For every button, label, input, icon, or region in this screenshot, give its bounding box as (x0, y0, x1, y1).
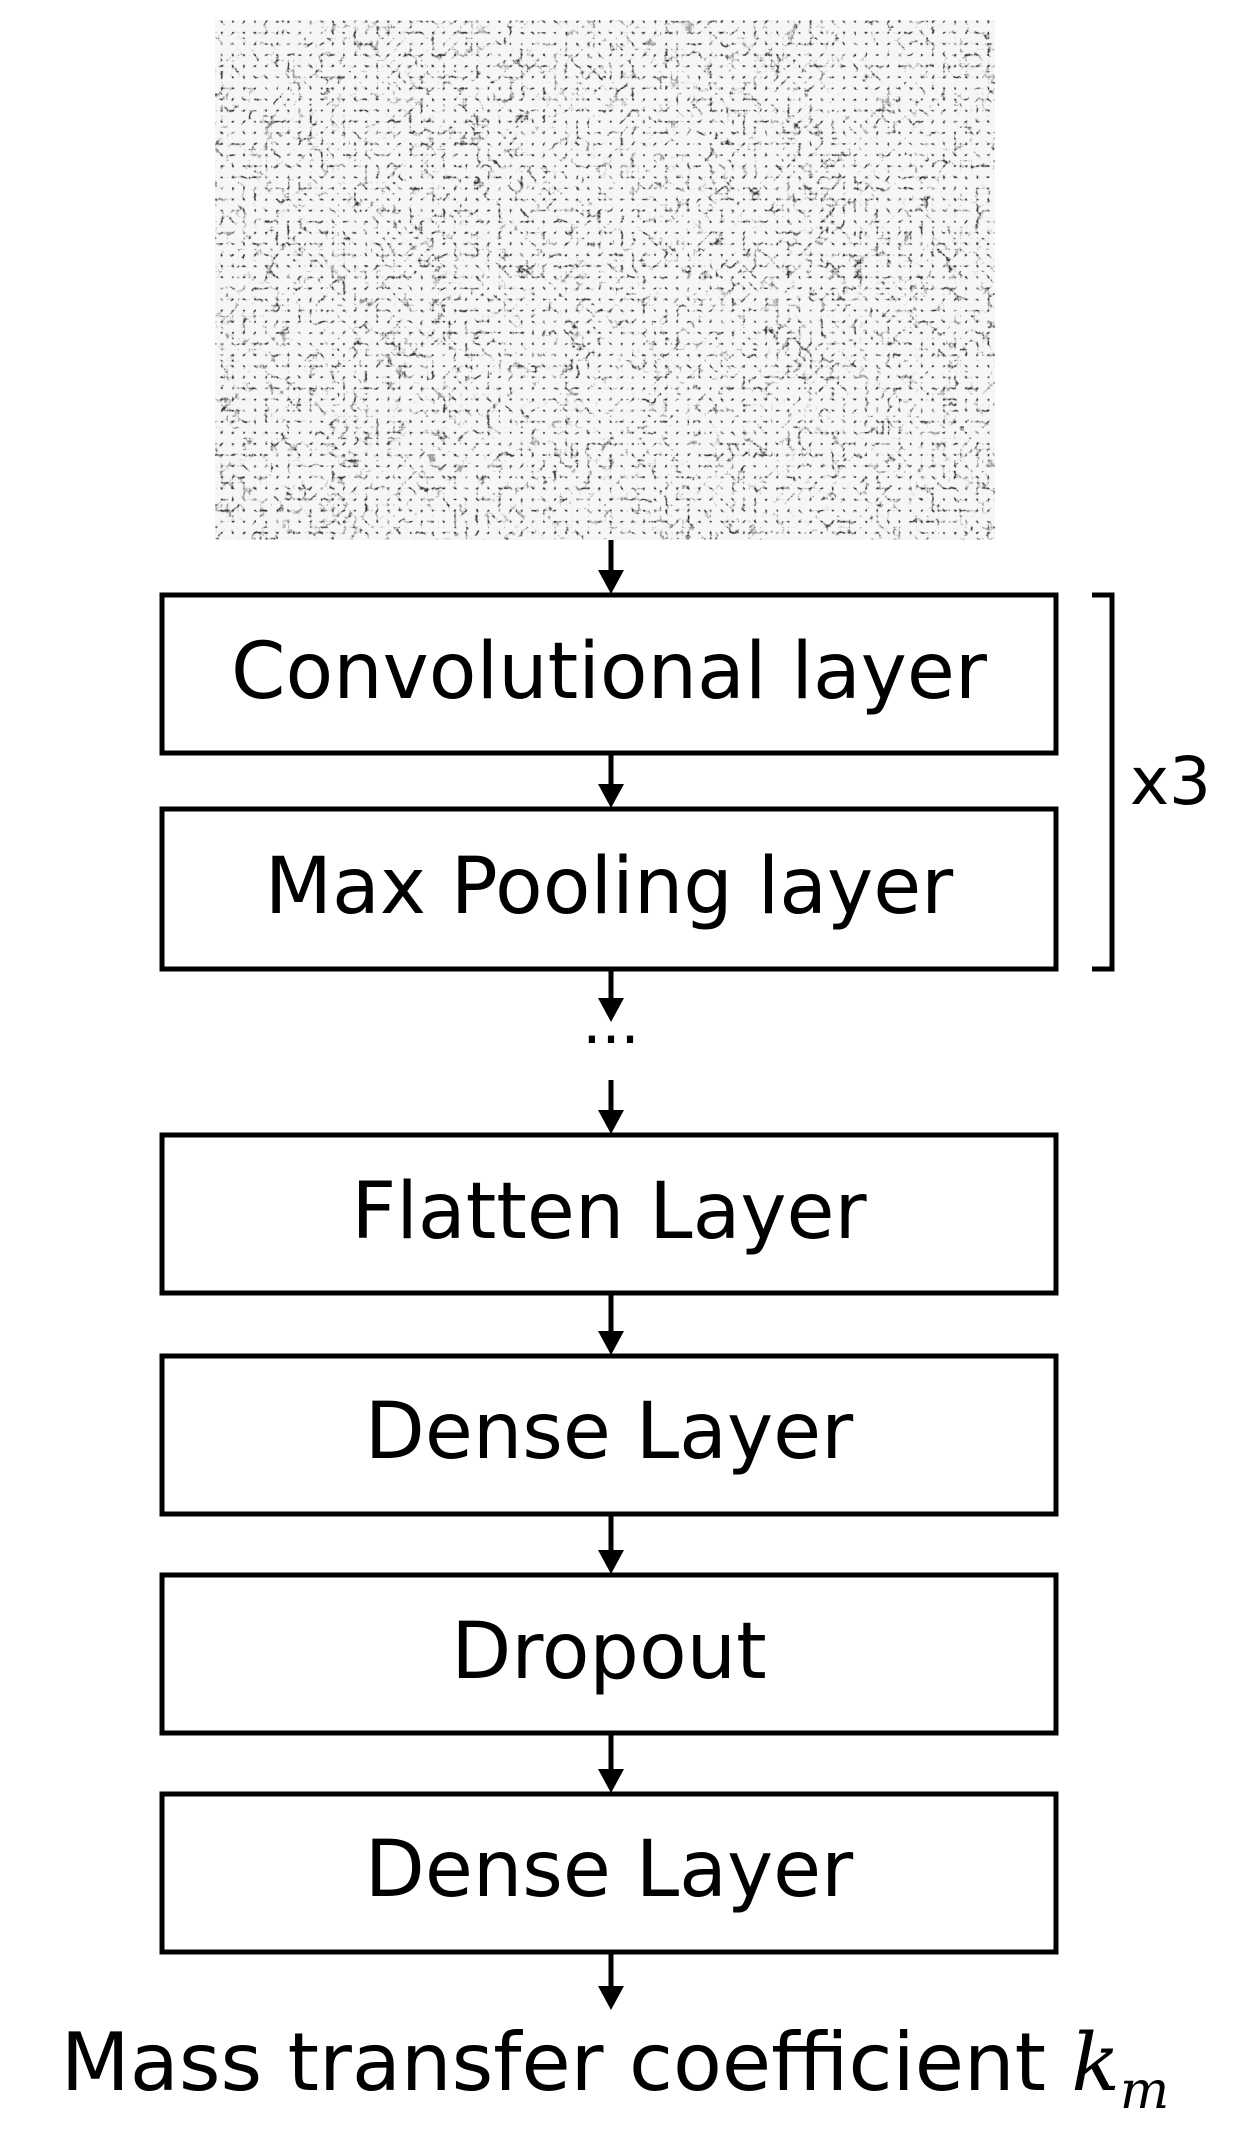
output-text: Mass transfer coefficient (61, 2016, 1072, 2109)
arrow-input-to-conv (598, 540, 624, 594)
arrow-conv-to-pool (598, 753, 624, 808)
convolutional-layer-box: Convolutional layer (159, 592, 1059, 756)
output-subscript: m (1120, 2061, 1169, 2121)
dense-layer-1-box: Dense Layer (159, 1353, 1059, 1517)
dense-layer-1-label: Dense Layer (365, 1387, 854, 1477)
output-symbol: k (1071, 2016, 1119, 2109)
ellipsis-label: ··· (582, 1005, 639, 1075)
arrow-flatten-to-dense (598, 1293, 624, 1355)
convolutional-layer-label: Convolutional layer (231, 627, 988, 717)
arrow-dense-to-dropout (598, 1514, 624, 1574)
arrow-pool-to-ellipsis (598, 969, 624, 1022)
repeat-bracket: x3 (1092, 592, 1211, 972)
arrow-dropout-to-dense (598, 1733, 624, 1793)
flatten-layer-box: Flatten Layer (159, 1132, 1059, 1296)
flatten-layer-label: Flatten Layer (351, 1167, 867, 1257)
max-pooling-layer-label: Max Pooling layer (265, 842, 954, 932)
dense-layer-2-label: Dense Layer (365, 1825, 854, 1915)
arrow-ellipsis-to-flatten (598, 1080, 624, 1134)
input-micrograph-image (215, 20, 995, 540)
arrow-dense-to-output (598, 1952, 624, 2010)
repeat-count-label: x3 (1130, 743, 1211, 820)
dense-layer-2-box: Dense Layer (159, 1791, 1059, 1955)
max-pooling-layer-box: Max Pooling layer (159, 806, 1059, 972)
dropout-layer-label: Dropout (451, 1607, 766, 1697)
output-label: Mass transfer coefficient km (61, 2016, 1169, 2121)
dropout-layer-box: Dropout (159, 1572, 1059, 1736)
